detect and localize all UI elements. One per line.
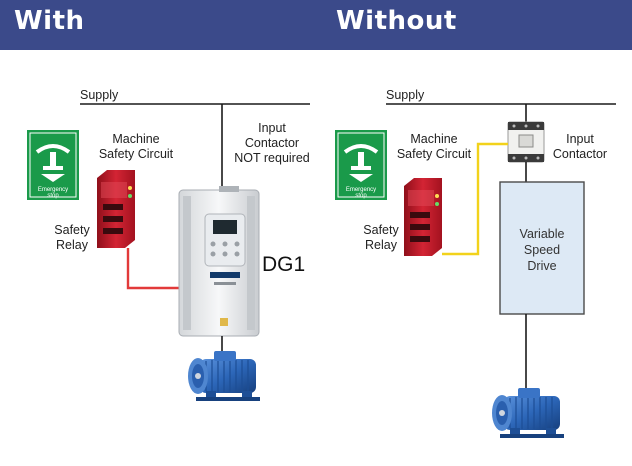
electric-motor-icon: [187, 350, 261, 402]
left-contactor-note-3: NOT required: [234, 151, 310, 165]
vsd-label-3: Drive: [527, 259, 556, 273]
left-estop-text-2: stop: [47, 193, 59, 199]
variable-speed-drive-box: [499, 181, 585, 315]
emergency-stop-sign-icon: Emergency stop: [333, 128, 389, 202]
dg1-drive-icon: [178, 186, 260, 337]
left-panel: Supply Emergency stop Machine Safety Cir…: [25, 88, 310, 402]
header-band: [0, 0, 632, 50]
right-contactor-label-1: Input: [566, 132, 594, 146]
header-with: With: [14, 6, 85, 36]
emergency-stop-sign-icon: Emergency stop: [25, 128, 81, 202]
header-without: Without: [336, 6, 457, 36]
electric-motor-icon: [491, 387, 565, 439]
vsd-label-2: Speed: [524, 243, 560, 257]
left-relay-label-1: Safety: [54, 223, 90, 237]
right-panel: Supply Input Contactor Emergency st: [333, 88, 616, 439]
right-supply-label: Supply: [386, 88, 425, 102]
right-signal-wire: [442, 142, 508, 256]
right-relay-label-1: Safety: [363, 223, 399, 237]
left-contactor-note-2: Contactor: [245, 136, 299, 150]
left-machine-label-1: Machine: [112, 132, 159, 146]
left-supply-label: Supply: [80, 88, 119, 102]
left-relay-label-2: Relay: [56, 238, 89, 252]
vsd-label-1: Variable: [520, 227, 565, 241]
safety-relay-icon: [97, 170, 135, 248]
left-contactor-note-1: Input: [258, 121, 286, 135]
right-relay-label-2: Relay: [365, 238, 398, 252]
right-machine-label-2: Safety Circuit: [397, 147, 472, 161]
contactor-icon: [507, 121, 545, 163]
right-estop-text-1: Emergency: [346, 187, 376, 193]
right-estop-text-2: stop: [355, 193, 367, 199]
right-machine-label-1: Machine: [410, 132, 457, 146]
right-contactor-label-2: Contactor: [553, 147, 607, 161]
left-signal-wire: [126, 248, 186, 290]
safety-relay-icon: [404, 178, 442, 256]
dg1-label: DG1: [262, 253, 305, 276]
left-estop-text-1: Emergency: [38, 187, 68, 193]
left-machine-label-2: Safety Circuit: [99, 147, 174, 161]
